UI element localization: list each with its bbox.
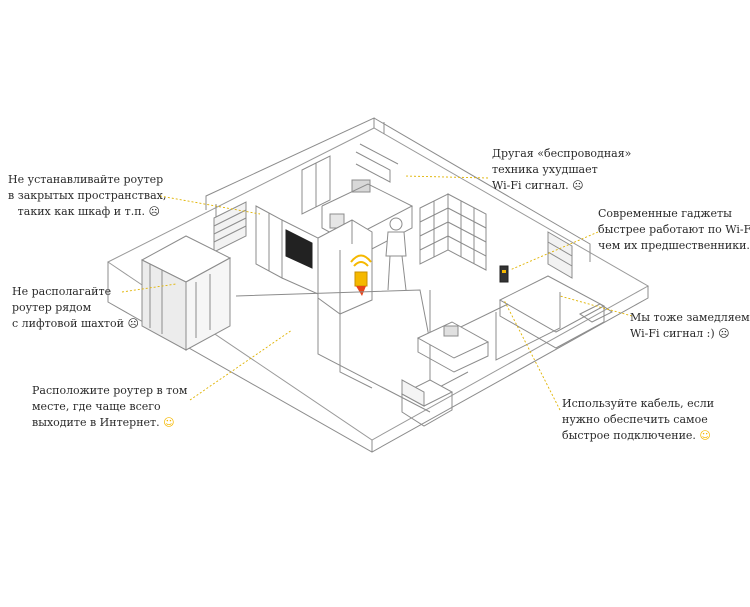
callout-closed-spaces: Не устанавливайте роутер в закрытых прос… — [8, 172, 167, 220]
callout-line: Расположите роутер в том — [32, 384, 188, 397]
back-wall-left — [205, 117, 375, 210]
callout-line: чем их предшественники. — [598, 239, 750, 252]
callout-line: роутер рядом — [12, 301, 92, 314]
callout-line: Wi-Fi сигнал :) — [630, 327, 715, 340]
person-figure — [385, 217, 407, 291]
kitchen-shelves — [355, 151, 391, 183]
callout-line: нужно обеспечить самое — [562, 413, 708, 426]
sad-face-icon: ☹ — [718, 327, 730, 340]
callout-line: техника ухудшает — [492, 163, 598, 176]
callout-line: Не устанавливайте роутер — [8, 173, 164, 186]
leader-elevator — [121, 283, 177, 293]
back-wall-right — [373, 117, 591, 262]
callout-we-slow: Мы тоже замедляем Wi-Fi сигнал :) ☹ — [630, 310, 750, 342]
happy-face-icon: ☺ — [163, 416, 175, 429]
callout-elevator: Не располагайте роутер рядом с лифтовой … — [12, 284, 139, 332]
leader-placement — [189, 329, 293, 401]
right-window — [547, 231, 573, 279]
callout-line: Современные гаджеты — [598, 207, 732, 220]
callout-line: выходите в Интернет. — [32, 416, 160, 429]
gadget-device — [499, 265, 509, 283]
callout-wireless-tech: Другая «беспроводная» техника ухудшает W… — [492, 146, 631, 194]
elevator-shaft — [140, 235, 232, 351]
leader-cable — [503, 299, 561, 411]
callout-line: Мы тоже замедляем — [630, 311, 750, 324]
leader-we-slow — [559, 295, 633, 317]
callout-line: Используйте кабель, если — [562, 397, 715, 410]
tv-screen — [285, 229, 313, 269]
callout-line: таких как шкаф и т.п. — [17, 205, 146, 218]
callout-placement: Расположите роутер в том месте, где чаще… — [32, 383, 187, 431]
callout-modern-gadgets: Современные гаджеты быстрее работают по … — [598, 206, 750, 254]
callout-line: месте, где чаще всего — [32, 400, 161, 413]
callout-line: в закрытых пространствах, — [8, 189, 167, 202]
closet — [317, 219, 373, 315]
callout-line: с лифтовой шахтой — [12, 317, 124, 330]
callout-line: Другая «беспроводная» — [492, 147, 632, 160]
kitchen-counter — [321, 183, 414, 231]
side-table — [579, 303, 613, 323]
happy-face-icon: ☺ — [699, 429, 711, 442]
leader-closed-spaces — [159, 195, 261, 215]
sad-face-icon: ☹ — [127, 317, 139, 330]
callout-line: быстрое подключение. — [562, 429, 696, 442]
bathroom-glass-block — [419, 193, 487, 271]
partition-center — [317, 298, 431, 413]
kitchen-window — [301, 155, 331, 215]
callout-line: Wi-Fi сигнал. — [492, 179, 569, 192]
sad-face-icon: ☹ — [572, 179, 584, 192]
router-icon — [350, 254, 372, 296]
callout-line: быстрее работают по Wi-Fi — [598, 223, 750, 236]
sad-face-icon: ☹ — [148, 205, 160, 218]
callout-line: Не располагайте — [12, 285, 112, 298]
partition-living — [235, 289, 431, 343]
callout-cable: Используйте кабель, если нужно обеспечит… — [562, 396, 714, 444]
laptop — [443, 325, 459, 337]
